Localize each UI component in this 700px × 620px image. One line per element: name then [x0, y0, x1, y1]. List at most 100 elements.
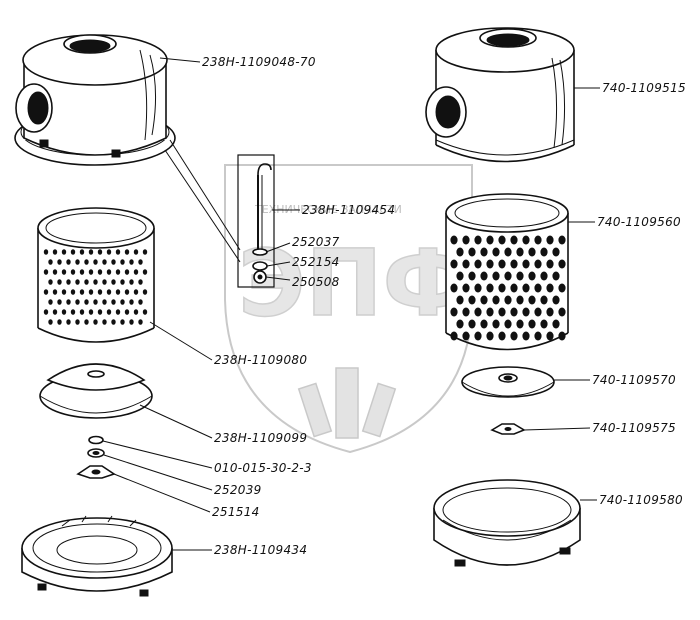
right-filter-perforations — [450, 235, 566, 341]
perforation-hole — [558, 307, 566, 317]
watermark-caption: ТЕХНИЧЕСКИЕ ЗАПЧАСТИ — [254, 203, 402, 216]
perforation-hole — [133, 249, 139, 255]
perforation-hole — [79, 249, 85, 255]
perforation-hole — [57, 299, 62, 305]
watermark-shield — [224, 164, 473, 454]
perforation-hole — [450, 283, 458, 293]
perforation-hole — [43, 289, 49, 295]
perforation-hole — [93, 319, 98, 325]
perforation-hole — [66, 259, 71, 265]
perforation-hole — [52, 269, 58, 275]
perforation-hole — [57, 259, 62, 265]
perforation-hole — [43, 269, 49, 275]
perforation-hole — [106, 269, 112, 275]
label-right-pan: 740-1109580 — [599, 493, 683, 507]
label-wing-nut-left: 251514 — [212, 505, 260, 519]
label-washer-c: 252039 — [214, 483, 262, 497]
perforation-hole — [84, 279, 89, 285]
perforation-hole — [129, 299, 134, 305]
perforation-hole — [492, 319, 500, 329]
perforation-hole — [57, 279, 62, 285]
watermark-brand: ЭПФ — [238, 230, 474, 337]
left-housing-drawing — [14, 34, 176, 166]
perforation-hole — [480, 295, 488, 305]
perforation-hole — [552, 319, 560, 329]
perforation-hole — [75, 319, 80, 325]
perforation-hole — [450, 235, 458, 245]
label-washer-a: 252037 — [292, 235, 340, 249]
label-right-cover: 740-1109570 — [592, 373, 676, 387]
perforation-hole — [462, 235, 470, 245]
perforation-hole — [540, 319, 548, 329]
perforation-hole — [124, 309, 130, 315]
perforation-hole — [84, 319, 89, 325]
perforation-hole — [43, 309, 49, 315]
perforation-hole — [129, 279, 134, 285]
perforation-hole — [48, 299, 53, 305]
perforation-hole — [492, 271, 500, 281]
perforation-hole — [111, 299, 116, 305]
perforation-hole — [474, 283, 482, 293]
perforation-hole — [120, 319, 125, 325]
left-pan-drawing — [21, 515, 173, 597]
label-washer-b: 252154 — [292, 255, 340, 269]
perforation-hole — [88, 269, 94, 275]
label-right-housing: 740-1109515 — [602, 81, 686, 95]
part-labels: 238Н-1109048-70 238Н-1109454 252037 2521… — [202, 55, 686, 557]
perforation-hole — [70, 289, 76, 295]
left-filter-drawing — [37, 207, 155, 343]
perforation-hole — [66, 319, 71, 325]
perforation-hole — [120, 259, 125, 265]
perforation-hole — [93, 279, 98, 285]
perforation-hole — [70, 249, 76, 255]
perforation-hole — [540, 271, 548, 281]
perforation-hole — [474, 307, 482, 317]
perforation-hole — [133, 289, 139, 295]
perforation-hole — [124, 249, 130, 255]
perforation-hole — [528, 295, 536, 305]
perforation-hole — [115, 309, 121, 315]
perforation-hole — [84, 259, 89, 265]
label-left-cover: 238Н-1109099 — [214, 431, 307, 445]
perforation-hole — [129, 319, 134, 325]
watermark-wheat-icon — [297, 367, 397, 439]
perforation-hole — [48, 259, 53, 265]
perforation-hole — [534, 331, 542, 341]
perforation-hole — [480, 271, 488, 281]
perforation-hole — [486, 331, 494, 341]
perforation-hole — [522, 307, 530, 317]
perforation-hole — [486, 235, 494, 245]
perforation-hole — [504, 247, 512, 257]
perforation-hole — [93, 259, 98, 265]
perforation-hole — [498, 307, 506, 317]
perforation-hole — [61, 289, 67, 295]
perforation-hole — [102, 319, 107, 325]
perforation-hole — [88, 309, 94, 315]
perforation-hole — [456, 319, 464, 329]
perforation-hole — [115, 289, 121, 295]
perforation-hole — [88, 289, 94, 295]
perforation-hole — [510, 259, 518, 269]
perforation-hole — [93, 299, 98, 305]
perforation-hole — [142, 269, 148, 275]
perforation-hole — [111, 259, 116, 265]
perforation-hole — [468, 295, 476, 305]
perforation-hole — [133, 309, 139, 315]
perforation-hole — [75, 279, 80, 285]
right-housing-drawing — [425, 27, 575, 163]
perforation-hole — [492, 247, 500, 257]
perforation-hole — [142, 249, 148, 255]
perforation-hole — [115, 269, 121, 275]
right-pan-drawing — [433, 479, 581, 567]
perforation-hole — [43, 249, 49, 255]
perforation-hole — [52, 249, 58, 255]
perforation-hole — [486, 259, 494, 269]
perforation-hole — [534, 235, 542, 245]
perforation-hole — [111, 319, 116, 325]
perforation-hole — [75, 299, 80, 305]
perforation-hole — [462, 259, 470, 269]
perforation-hole — [528, 271, 536, 281]
perforation-hole — [546, 235, 554, 245]
